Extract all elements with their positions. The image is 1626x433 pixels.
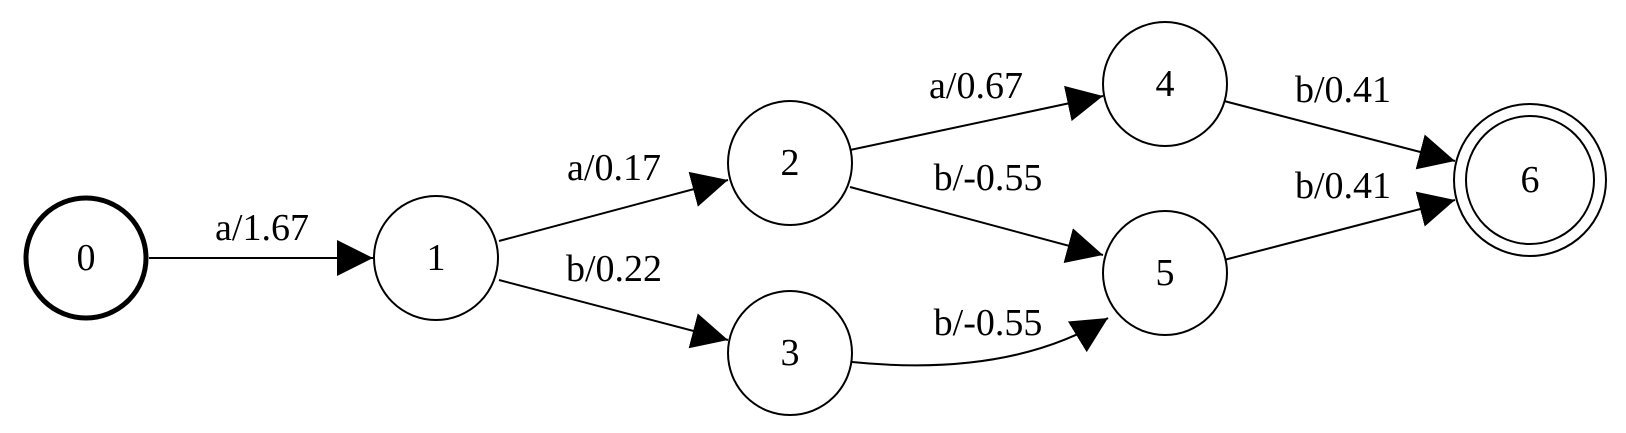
state-4: 4: [1102, 21, 1228, 147]
edges: a/1.67 a/0.17 b/0.22 a/0.67 b/-0.55 b/-0…: [149, 65, 1456, 367]
state-label-5: 5: [1156, 252, 1175, 294]
edge-label-4-to-6: b/0.41: [1295, 69, 1391, 111]
state-1: 1: [373, 195, 499, 321]
state-label-4: 4: [1156, 63, 1175, 105]
edge-label-1-to-3: b/0.22: [566, 248, 662, 290]
state-label-6: 6: [1521, 159, 1540, 201]
edge-label-0-to-1: a/1.67: [215, 207, 309, 249]
edge-4-to-6: [1223, 100, 1456, 170]
state-label-2: 2: [781, 142, 800, 184]
edge-label-2-to-5: b/-0.55: [934, 157, 1043, 199]
state-5: 5: [1102, 210, 1228, 336]
edge-label-5-to-6: b/0.41: [1295, 165, 1391, 207]
state-3: 3: [727, 290, 853, 416]
edge-2-to-4: [849, 85, 1104, 151]
state-label-3: 3: [781, 332, 800, 374]
state-label-1: 1: [427, 237, 446, 279]
edge-1-to-3: [498, 279, 729, 349]
edge-label-1-to-2: a/0.17: [567, 147, 661, 189]
edge-label-2-to-4: a/0.67: [929, 65, 1023, 107]
edge-3-to-5: [851, 317, 1109, 367]
edge-2-to-5: [849, 186, 1104, 264]
state-2: 2: [727, 100, 853, 226]
nodes: 0 1 2 3 4 5 6: [23, 21, 1607, 416]
state-6-final: 6: [1453, 103, 1607, 257]
edge-label-3-to-5: b/-0.55: [934, 302, 1043, 344]
state-label-0: 0: [77, 237, 96, 279]
state-0-start: 0: [23, 195, 149, 321]
edge-5-to-6: [1223, 191, 1456, 261]
edge-1-to-2: [498, 171, 729, 242]
